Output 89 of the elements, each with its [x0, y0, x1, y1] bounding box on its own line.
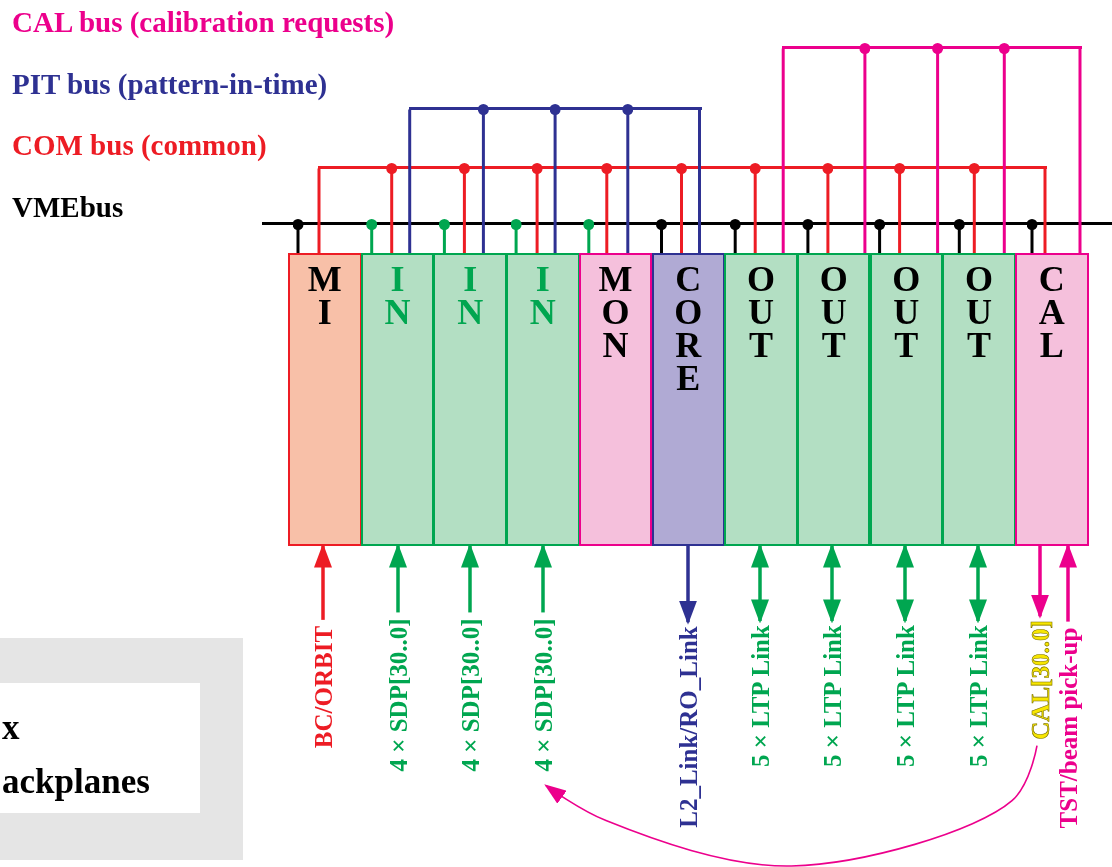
- module-card: [724, 253, 798, 546]
- bus-connection-line: [583, 219, 595, 253]
- signal-arrow: [896, 544, 914, 623]
- module-card: [651, 253, 725, 546]
- module-card: [360, 253, 435, 546]
- card-text: x: [2, 707, 20, 749]
- signal-label: 5 × LTP Link: [819, 625, 845, 767]
- bus-connection-line: [859, 43, 871, 253]
- signal-arrow: [969, 544, 987, 623]
- bus-connection-line: [292, 219, 304, 253]
- bus-connection-line: [622, 104, 634, 253]
- bus-connection-line: [822, 163, 834, 253]
- cal-bus-line: [781, 45, 1082, 49]
- bus-connection-line: [458, 163, 470, 253]
- signal-label: L2_Link/RO_Link: [675, 626, 701, 828]
- signal-label: TST/beam pick-up: [1055, 627, 1081, 829]
- module-label: IN: [528, 263, 557, 330]
- bus-connection-line: [676, 163, 687, 253]
- module-label: IN: [383, 263, 412, 330]
- bus-connection-line: [1026, 219, 1038, 253]
- module-label: MON: [597, 263, 634, 363]
- module-label: IN: [456, 263, 485, 330]
- bus-connection-line: [1043, 168, 1047, 253]
- bus-connection-line: [874, 219, 886, 253]
- bus-connection-line: [749, 163, 761, 253]
- bus-connection-line: [698, 109, 701, 253]
- bus-connection-line: [729, 219, 741, 253]
- bus-connection-line: [549, 104, 561, 253]
- bus-connection-line: [438, 219, 450, 253]
- bus-connection-line: [386, 163, 398, 253]
- bus-name: VMEbus: [12, 193, 124, 222]
- module-label: OUT: [818, 263, 849, 363]
- bus-connection-line: [1078, 48, 1082, 253]
- module-card: [578, 253, 653, 546]
- signal-label: 5 × LTP Link: [747, 625, 773, 767]
- module-card: [796, 253, 871, 546]
- signal-label: 4 × SDP[30..0]: [457, 618, 483, 772]
- module-label: CORE: [673, 263, 704, 396]
- bus-connection-line: [802, 219, 814, 253]
- signal-arrow: [461, 544, 479, 613]
- module-card: [869, 253, 944, 546]
- module-label: OUT: [891, 263, 922, 363]
- curved-arrow: [544, 744, 1038, 867]
- bus-name: PIT bus (pattern-in-time): [12, 70, 328, 99]
- module-label: OUT: [745, 263, 776, 363]
- signal-label: 4 × SDP[30..0]: [385, 618, 411, 772]
- bus-connection-line: [477, 104, 489, 253]
- bus-connection-line: [531, 163, 543, 253]
- signal-arrow: [823, 544, 841, 623]
- module-card: [288, 253, 362, 546]
- bus-connection-line: [656, 219, 667, 253]
- bus-connection-line: [510, 219, 522, 253]
- signal-arrow: [389, 544, 407, 613]
- signal-label: 4 × SDP[30..0]: [530, 618, 556, 772]
- module-label: CAL: [1037, 263, 1066, 363]
- card-text: ackplanes: [2, 761, 150, 804]
- signal-arrow: [751, 544, 769, 623]
- bus-connection-line: [601, 163, 613, 253]
- module-label: MI: [306, 263, 343, 330]
- signal-arrow: [679, 546, 697, 625]
- bus-connection-line: [894, 163, 906, 253]
- com-bus-line: [317, 165, 1047, 169]
- pit-bus-line: [408, 106, 702, 110]
- signal-label: 5 × LTP Link: [965, 625, 991, 767]
- bus-connection-line: [932, 43, 944, 253]
- bus-connection-line: [953, 219, 965, 253]
- bus-connection-line: [968, 163, 980, 253]
- bus-connection-line: [366, 219, 378, 253]
- module-card: [942, 253, 1016, 546]
- signal-label: BC/ORBIT: [310, 625, 336, 749]
- bus-connection-line: [998, 43, 1010, 253]
- module-card: [433, 253, 507, 546]
- bus-name: COM bus (common): [12, 131, 267, 160]
- module-card: [506, 253, 580, 546]
- bus-name: CAL bus (calibration requests): [12, 8, 395, 37]
- bus-connection-line: [781, 48, 785, 253]
- signal-arrow: [1059, 544, 1077, 622]
- bus-connection-line: [317, 168, 321, 253]
- signal-arrow: [314, 544, 332, 620]
- signal-arrow: [534, 544, 552, 613]
- signal-label: 5 × LTP Link: [892, 625, 918, 767]
- panel-background: [0, 638, 243, 860]
- vme-bus-line: [261, 221, 1112, 225]
- bus-connection-line: [408, 109, 412, 253]
- signal-label: CAL[30..0]: [1027, 620, 1053, 740]
- module-label: OUT: [964, 263, 995, 363]
- text-card: [0, 683, 200, 813]
- module-card: [1015, 253, 1089, 546]
- signal-arrow: [1031, 546, 1049, 619]
